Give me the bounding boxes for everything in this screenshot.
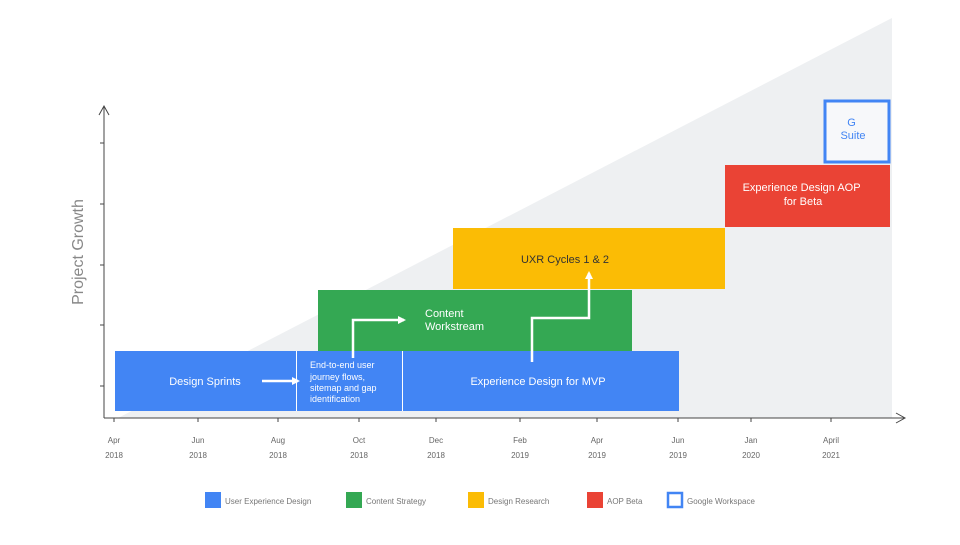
x-tick-month: Feb	[513, 436, 527, 445]
label-journey: End-to-end user journey flows, sitemap a…	[309, 360, 379, 404]
x-tick-year: 2018	[189, 451, 207, 460]
x-tick-year: 2019	[511, 451, 529, 460]
legend-label: AOP Beta	[607, 497, 643, 506]
x-tick-month: Jan	[745, 436, 758, 445]
block-journey	[296, 351, 402, 411]
arrow-journey-to-content	[351, 316, 406, 358]
block-aop-beta	[725, 165, 890, 227]
x-tick-month: Dec	[429, 436, 443, 445]
x-tick-month: Oct	[353, 436, 366, 445]
x-tick-month: Jun	[192, 436, 205, 445]
legend-label: Design Research	[488, 497, 549, 506]
x-tick-year: 2019	[588, 451, 606, 460]
legend-label: Google Workspace	[687, 497, 755, 506]
x-tick-month: April	[823, 436, 839, 445]
growth-triangle	[118, 18, 892, 418]
label-content-workstream: Content Workstream	[425, 308, 484, 333]
x-ticks	[113, 418, 832, 422]
y-axis-arrow-icon	[98, 104, 110, 116]
x-tick-month: Apr	[591, 436, 604, 445]
legend-swatch	[587, 492, 603, 508]
x-tick-labels: Apr 2018 Jun 2018 Aug 2018 Oct 2018 Dec 2018 Feb 20…	[105, 436, 840, 460]
legend-swatch	[468, 492, 484, 508]
x-tick-year: 2018	[350, 451, 368, 460]
label-uxr-cycles: UXR Cycles 1 & 2	[521, 254, 609, 266]
x-tick-year: 2018	[269, 451, 287, 460]
label-aop-beta: Experience Design AOP for Beta	[743, 182, 864, 208]
x-tick-year: 2021	[822, 451, 840, 460]
x-tick-year: 2019	[669, 451, 687, 460]
legend-label: User Experience Design	[225, 497, 311, 506]
x-tick-month: Apr	[108, 436, 121, 445]
x-tick-month: Aug	[271, 436, 285, 445]
x-tick-year: 2018	[427, 451, 445, 460]
y-ticks	[100, 142, 104, 387]
block-mvp	[402, 351, 679, 411]
legend: User Experience Design Content Strategy De…	[205, 491, 755, 509]
label-design-sprints: Design Sprints	[169, 376, 241, 388]
x-tick-year: 2020	[742, 451, 760, 460]
y-axis-label: Project Growth	[70, 199, 87, 305]
arrow-mvp-to-uxr	[530, 271, 593, 362]
x-axis-arrow-icon	[895, 412, 907, 424]
legend-swatch	[666, 491, 684, 509]
legend-swatch	[346, 492, 362, 508]
legend-label: Content Strategy	[366, 497, 426, 506]
label-gsuite: G Suite	[840, 117, 865, 142]
label-mvp: Experience Design for MVP	[470, 376, 605, 388]
block-gsuite	[823, 99, 891, 164]
x-tick-month: Jun	[672, 436, 685, 445]
legend-swatch	[205, 492, 221, 508]
x-tick-year: 2018	[105, 451, 123, 460]
